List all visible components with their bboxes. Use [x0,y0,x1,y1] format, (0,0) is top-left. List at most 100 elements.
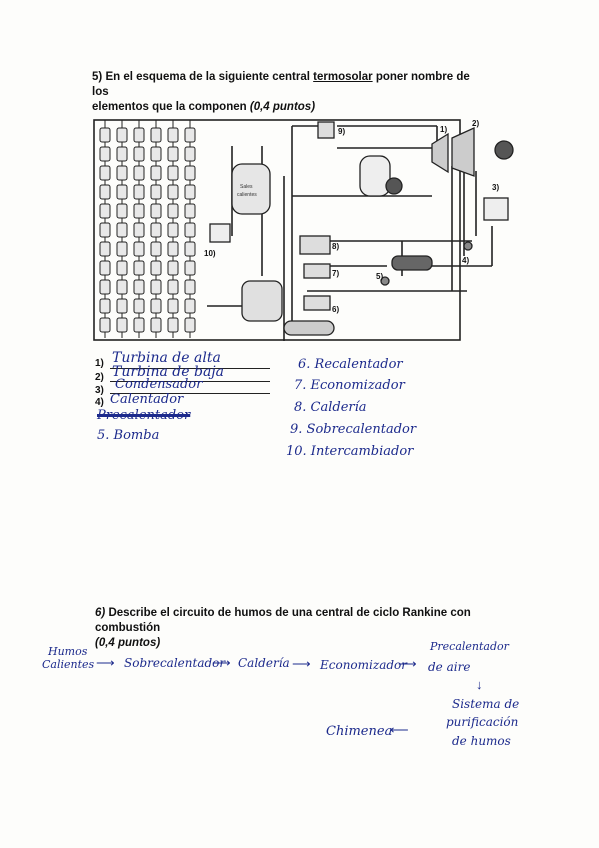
solar-collector [150,241,162,257]
hot-salt-tank [231,163,271,215]
component-7 [303,263,331,279]
solar-collector [99,127,111,143]
answer-rule-2 [110,381,270,382]
label-3: 3) [492,183,499,192]
solar-collector [150,146,162,162]
solar-collector [184,203,196,219]
solar-collector [150,203,162,219]
generator [494,140,514,160]
label-7: 7) [332,269,339,278]
answer-right-9: 9. Sobrecalentador [290,422,417,437]
solar-collector [184,260,196,276]
pump-5 [380,276,390,286]
flow-step-4-2: de aire [428,660,471,674]
component-8 [299,235,331,255]
solar-collector [167,127,179,143]
solar-collector [167,203,179,219]
solar-collector [184,298,196,314]
flow-step-1: Sobrecalentador [124,656,226,670]
solar-collector [184,241,196,257]
solar-collector [167,222,179,238]
flow-start-2: Calientes [42,658,95,671]
solar-collector [184,184,196,200]
pump-dark [385,177,403,195]
flow-end: Chimenea [326,724,393,739]
question-5-text-underlined: termosolar [313,71,373,83]
solar-collector [150,317,162,333]
solar-collector [116,260,128,276]
solar-collector [99,222,111,238]
answer-left-5: 5. Bomba [97,428,160,443]
solar-collector [116,222,128,238]
solar-collector [184,317,196,333]
answer-left-3: Condensador [115,377,203,392]
solar-collector [133,222,145,238]
solar-collector [133,317,145,333]
flow-start-1: Humos [48,645,88,658]
label-10: 10) [204,249,216,258]
solar-collector [99,298,111,314]
question-5-number: 5) [92,71,103,83]
question-6-number: 6) [95,607,106,619]
solar-collector [99,184,111,200]
label-2: 2) [472,119,479,128]
solar-collector [150,127,162,143]
solar-collector [133,279,145,295]
solar-collector [99,317,111,333]
solar-collector [184,222,196,238]
solar-collector [167,298,179,314]
solar-collector [133,146,145,162]
solar-collector [184,165,196,181]
solar-collector [150,260,162,276]
solar-collector [133,241,145,257]
tank-label-2: calientes [237,192,257,198]
heater [391,255,433,271]
solar-collector [133,184,145,200]
deaerator [283,320,335,336]
answer-left-1: Turbina de alta [112,350,221,366]
flow-step-5-3: de humos [452,734,511,748]
question-6-title: 6) Describe el circuito de humos de una … [95,606,535,651]
solar-collector [133,260,145,276]
turbine-low [451,126,475,177]
solar-collector [99,146,111,162]
solar-collector [133,165,145,181]
condenser [483,197,509,221]
answer-rule-3 [110,393,270,394]
label-5: 5) [376,272,383,281]
solar-collector [116,279,128,295]
component-6 [303,295,331,311]
tank-label-1: Sales [240,184,253,190]
answer-left-num-2: 2) [95,372,104,383]
solar-collector [116,241,128,257]
solar-collector [116,127,128,143]
question-5-text-b: poner nombre de los [92,71,470,98]
component-10 [209,223,231,243]
question-5-title: 5) En el esquema de la siguiente central… [92,70,472,115]
solar-collector [184,146,196,162]
flow-step-5-2: purificación [446,715,519,729]
question-5-text-a: En el esquema de la siguiente central [105,71,310,83]
solar-collector [150,184,162,200]
drum [359,155,391,197]
question-5-points: (0,4 puntos) [249,101,316,113]
solar-collector [116,298,128,314]
thermosolar-plant-diagram: 1) 2) 3) 4) 5) 6) 7) 8) 9) 10) Sales cal… [93,119,514,341]
answer-right-8: 8. Caldería [294,400,367,415]
cold-salt-tank [241,280,283,322]
solar-collector [150,298,162,314]
solar-collector [99,203,111,219]
solar-collector [133,127,145,143]
solar-collector [167,279,179,295]
question-5-line2: elementos que la componen [92,101,247,113]
flow-arrow-4: ⟶ [398,656,417,671]
flow-arrow-down: ↓ [476,677,483,692]
label-8: 8) [332,242,339,251]
question-6-points: (0,4 puntos) [95,637,161,649]
solar-collector [133,203,145,219]
solar-collector [99,279,111,295]
solar-collector [167,184,179,200]
question-6-text: Describe el circuito de humos de una cen… [95,607,471,634]
answer-left-crossed: Precalentador [97,408,191,423]
solar-collector [150,279,162,295]
